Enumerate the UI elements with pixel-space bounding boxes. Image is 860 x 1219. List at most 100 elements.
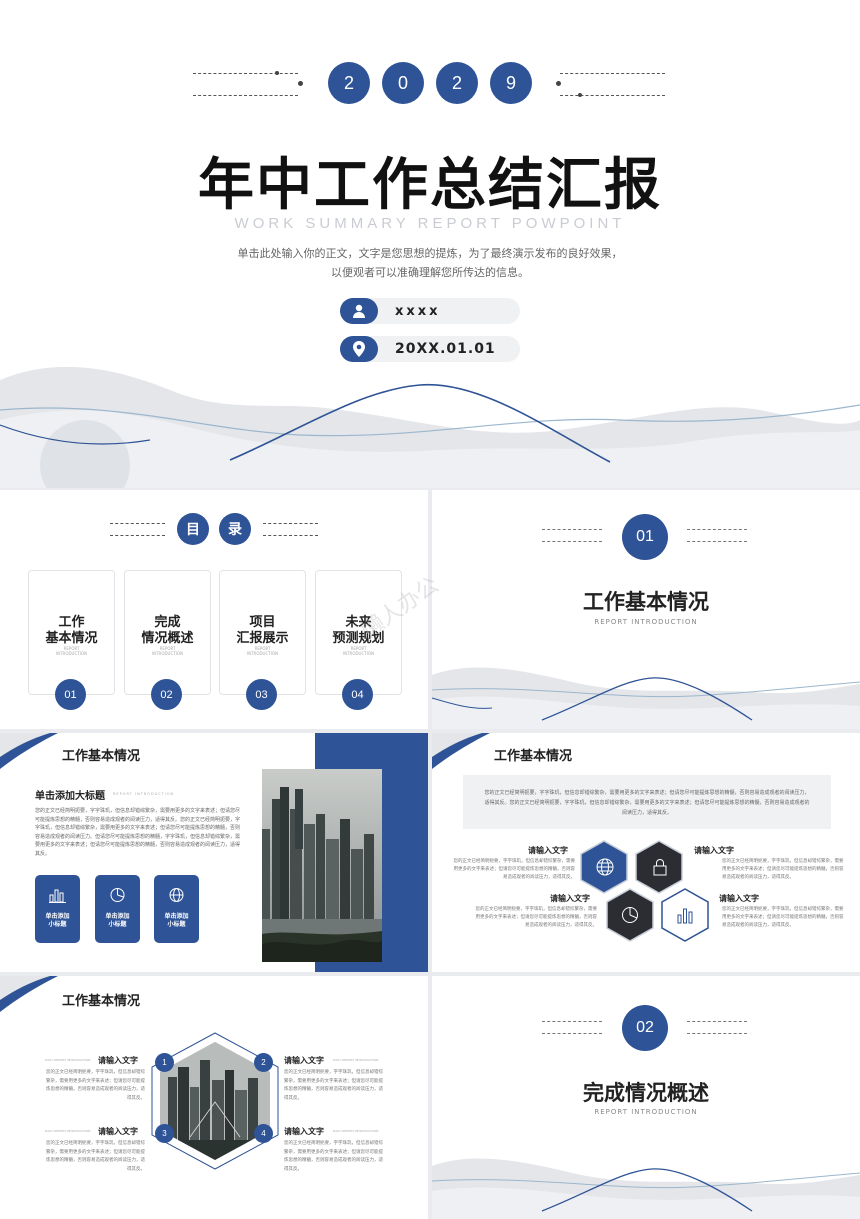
card-label: 小标题 [167, 921, 186, 928]
item-text: 您的正文已经简明扼要，字字珠玑，但信息却错综繁杂，需要用更多的文字来表述；但请您… [284, 1070, 383, 1101]
toc-item[interactable]: 未来 预测规划 REPORT INTRODUCTION [315, 570, 402, 695]
section-wave-decoration [432, 1158, 860, 1219]
item-text: 您的正文已经简明扼要，字字珠玑，但信息却错综繁杂，需要用更多的文字来表述；但请您… [475, 907, 598, 928]
corner-swoosh-decoration [0, 733, 58, 769]
toc-item-en: INTRODUCTION [342, 651, 375, 656]
toc-item[interactable]: 完成 情况概述 REPORT INTRODUCTION [124, 570, 211, 695]
hexagon-cluster [580, 840, 709, 942]
left-dash-line [542, 1033, 602, 1034]
item-title: 请输入文字 [98, 1056, 138, 1065]
toc-item-line1: 完成 [154, 615, 181, 630]
right-dash-line [687, 1033, 747, 1034]
hexagon-photo-frame [151, 1032, 279, 1170]
dash-dot [298, 81, 303, 86]
subtitle-card[interactable]: 单击添加 小标题 [35, 875, 80, 943]
cover-subtitle-en: WORK SUMMARY REPORT POWPOINT [234, 215, 626, 232]
section-number: 02 [622, 1005, 668, 1051]
item-number: 2 [254, 1053, 273, 1072]
dash-dot [556, 81, 561, 86]
toc-item[interactable]: 工作 基本情况 REPORT INTRODUCTION [28, 570, 115, 695]
item-en: DAILY REPORT INTRODUCTION [45, 1129, 91, 1133]
subtitle-card[interactable]: 单击添加 小标题 [154, 875, 199, 943]
user-icon [340, 298, 378, 324]
card-label: 单击添加 [164, 913, 189, 920]
left-dash-line [193, 95, 298, 96]
toc-item-number: 04 [342, 679, 373, 710]
toc-item-en: INTRODUCTION [246, 651, 279, 656]
item-en: DAILY REPORT INTRODUCTION [45, 1058, 91, 1062]
left-dash-line [542, 529, 602, 530]
toc-item-en: REPORT [63, 646, 80, 651]
item-en: DAILY REPORT INTRODUCTION [333, 1129, 379, 1133]
basic-info-slide-hex-photo: 工作基本情况 1 2 3 4 请输入文字 DAILY REPORT INTROD… [0, 976, 428, 1219]
pie-chart-icon [110, 888, 125, 902]
item-title: 请输入文字 [694, 846, 734, 855]
cover-wave-decoration [0, 366, 860, 488]
item-title: 请输入文字 [284, 1127, 324, 1136]
toc-item-line1: 工作 [58, 615, 85, 630]
item-text: 您的正文已经简明扼要，字字珠玑，但信息却错综繁杂，需要用更多的文字来表述；但请您… [284, 1141, 383, 1172]
right-dash-line [263, 535, 318, 536]
subtitle-card[interactable]: 单击添加 小标题 [95, 875, 140, 943]
toc-item-line1: 未来 [345, 615, 372, 630]
pie-chart-icon [622, 907, 638, 923]
dash-dot [578, 93, 582, 97]
item-title: 请输入文字 [719, 894, 759, 903]
right-dash-line [263, 523, 318, 524]
item-number: 1 [155, 1053, 174, 1072]
section-wave-decoration [432, 667, 860, 729]
card-label: 单击添加 [45, 913, 70, 920]
item-number: 3 [155, 1124, 174, 1143]
toc-item-number: 02 [151, 679, 182, 710]
toc-item-line2: 情况概述 [141, 631, 194, 646]
toc-item-line2: 基本情况 [45, 631, 98, 646]
location-pin-icon [340, 336, 378, 362]
item-title: 请输入文字 [284, 1056, 324, 1065]
date-pill: 20XX.01.01 [340, 336, 520, 362]
toc-item-line1: 项目 [249, 615, 276, 630]
item-text: 您的正文已经简明扼要，字字珠玑，但信息却错综繁杂，需要用更多的文字来表述；但请您… [46, 1141, 145, 1172]
left-dash-line [110, 523, 165, 524]
city-photo [262, 769, 382, 962]
basic-info-slide-photo: 工作基本情况 单击添加大标题 REPORT INTRODUCTION 您的正文已… [0, 733, 428, 972]
presenter-name: xxxx [395, 304, 441, 319]
slide-header: 工作基本情况 [62, 748, 141, 763]
toc-item-en: REPORT [350, 646, 367, 651]
year-digit: 9 [490, 62, 532, 104]
item-title: 请输入文字 [98, 1127, 138, 1136]
section-01-slide: 01 工作基本情况 REPORT INTRODUCTION [432, 490, 860, 729]
card-label: 小标题 [108, 921, 127, 928]
slide-header: 工作基本情况 [494, 748, 573, 763]
card-label: 单击添加 [105, 913, 130, 920]
bar-chart-icon [49, 889, 66, 903]
right-dash-line [687, 529, 747, 530]
globe-icon [596, 858, 614, 876]
cover-slide: 2 0 2 9 年中工作总结汇报 WORK SUMMARY REPORT POW… [0, 0, 860, 488]
toc-item[interactable]: 项目 汇报展示 REPORT INTRODUCTION [219, 570, 306, 695]
corner-swoosh-decoration [432, 733, 490, 769]
right-dash-line [560, 95, 665, 96]
section-title-en: REPORT INTRODUCTION [594, 1108, 698, 1116]
presenter-pill: xxxx [340, 298, 520, 324]
toc-item-line2: 汇报展示 [236, 631, 289, 646]
top-text: 您的正文已经简明扼要，字字珠玑，但信息却错综繁杂，需要用更多的文字来表述；但请您… [484, 790, 810, 816]
cover-title: 年中工作总结汇报 [198, 153, 662, 218]
card-label: 小标题 [48, 921, 67, 928]
slide-header: 工作基本情况 [62, 993, 141, 1008]
toc-char: 目 [177, 513, 209, 545]
big-title: 单击添加大标题 [35, 791, 105, 802]
corner-swoosh-decoration [0, 976, 58, 1012]
item-text: 您的正文已经简明扼要，字字珠玑，但信息却错综繁杂，需要用更多的文字来表述；但请您… [453, 859, 576, 880]
item-title: 请输入文字 [550, 894, 590, 903]
section-number: 01 [622, 514, 668, 560]
right-dash-line [687, 1021, 747, 1022]
item-en: DAILY REPORT INTRODUCTION [333, 1058, 379, 1062]
toc-item-en: INTRODUCTION [55, 651, 88, 656]
top-text-box: 您的正文已经简明扼要，字字珠玑，但信息却错综繁杂，需要用更多的文字来表述；但请您… [463, 775, 831, 829]
cover-desc-line2: 以便观者可以准确理解您所传达的信息。 [331, 266, 529, 279]
toc-item-en: INTRODUCTION [151, 651, 184, 656]
section-title: 完成情况概述 [583, 1082, 709, 1105]
right-dash-line [560, 73, 665, 74]
right-dash-line [687, 541, 747, 542]
toc-item-en: REPORT [254, 646, 271, 651]
